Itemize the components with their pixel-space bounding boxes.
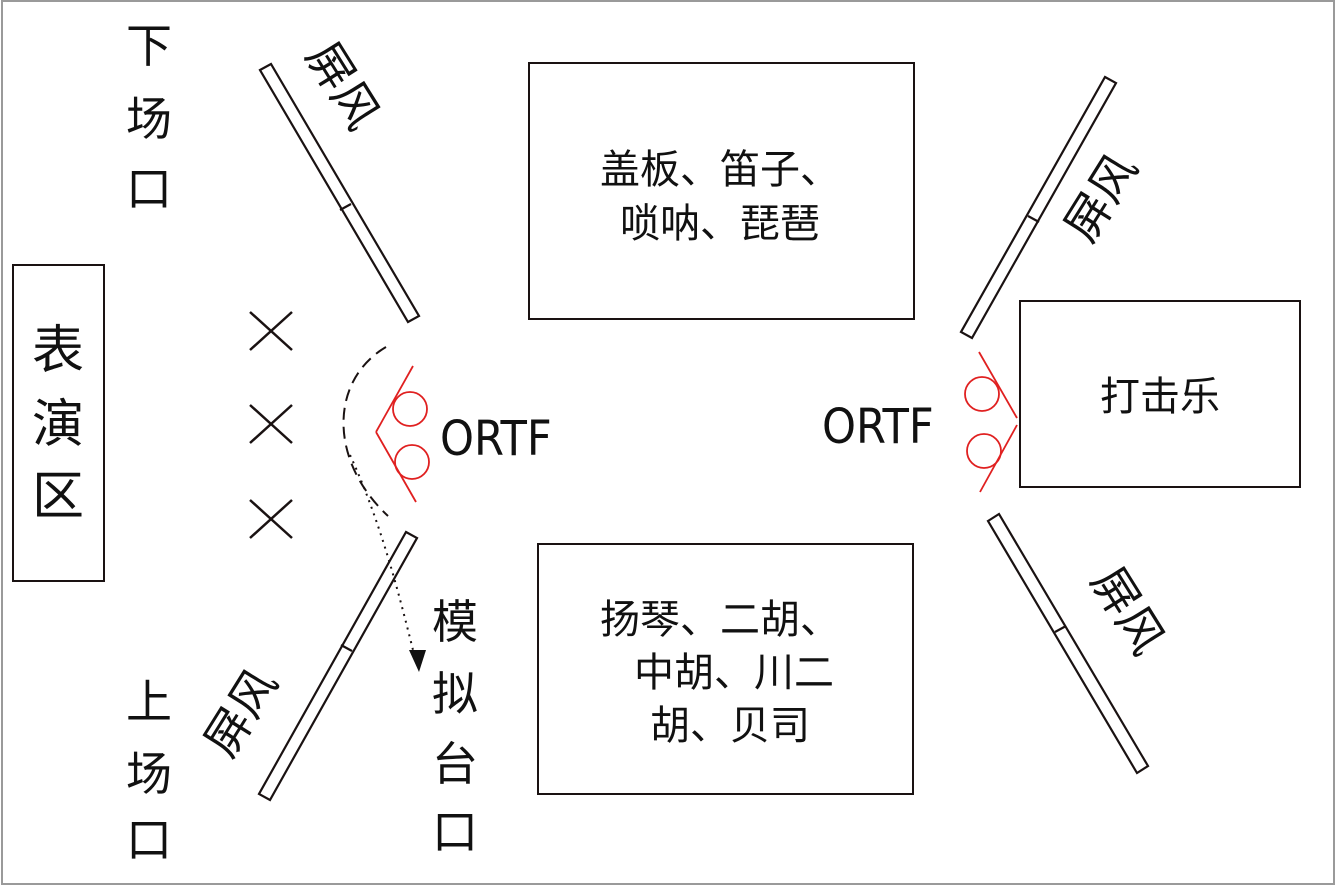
screen-label-top-left: 屏风 [296,32,391,139]
screen-label-bottom-left: 屏风 [194,659,289,766]
exit-lower-char-1: 下 [126,19,172,73]
sim-exit-char-1: 模 [432,595,478,649]
marker-x-2 [249,404,293,444]
box-percussion-line-1: 打击乐 [1100,374,1220,420]
performance-area-char-1: 表 [32,321,84,381]
box-winds-line-2: 唢呐、琵琶 [620,201,820,247]
exit-upper-char-1: 上 [126,675,172,729]
exit-lower-char-3: 口 [126,162,172,216]
walking-path-arrow [349,454,414,651]
performer-markers [249,311,293,539]
performance-area-box [12,264,105,582]
screen-bottom-left [257,530,419,802]
arrowhead-icon [409,650,426,672]
exit-lower-label: 下 场 口 [126,19,172,216]
box-strings: 扬琴、二胡、 中胡、川二 胡、贝司 [537,543,914,795]
ortf-mic-left [375,365,430,503]
ortf-mic-right [964,351,1018,493]
screen-top-left [258,62,421,324]
screen-bottom-right [986,512,1150,775]
box-winds: 盖板、笛子、 唢呐、琵琶 [528,62,915,320]
sim-exit-char-4: 口 [432,805,478,859]
walking-path-arc [342,346,389,517]
box-strings-line-2: 中胡、川二 [634,650,834,696]
box-percussion: 打击乐 [1019,300,1301,488]
sim-exit-char-3: 台 [432,737,478,791]
exit-upper-char-2: 场 [126,747,172,801]
box-strings-line-3: 胡、贝司 [650,703,810,749]
performance-area-char-2: 演 [32,395,84,455]
exit-lower-char-2: 场 [126,92,172,146]
sim-exit-char-2: 拟 [432,667,478,721]
simulated-stage-exit-label: 模 拟 台 口 [432,595,478,859]
screen-top-right [959,75,1118,340]
box-strings-line-1: 扬琴、二胡、 [600,597,840,643]
ortf-label-left: ORTF [440,411,552,467]
box-winds-line-1: 盖板、笛子、 [600,147,840,193]
ortf-label-right: ORTF [822,399,934,455]
marker-x-3 [249,499,293,539]
exit-upper-label: 上 场 口 [126,675,172,867]
performance-area-char-3: 区 [32,467,84,527]
performance-area-label: 表 演 区 [32,321,84,527]
marker-x-1 [249,311,293,351]
screen-label-bottom-right: 屏风 [1081,557,1176,664]
exit-upper-char-3: 口 [126,813,172,867]
